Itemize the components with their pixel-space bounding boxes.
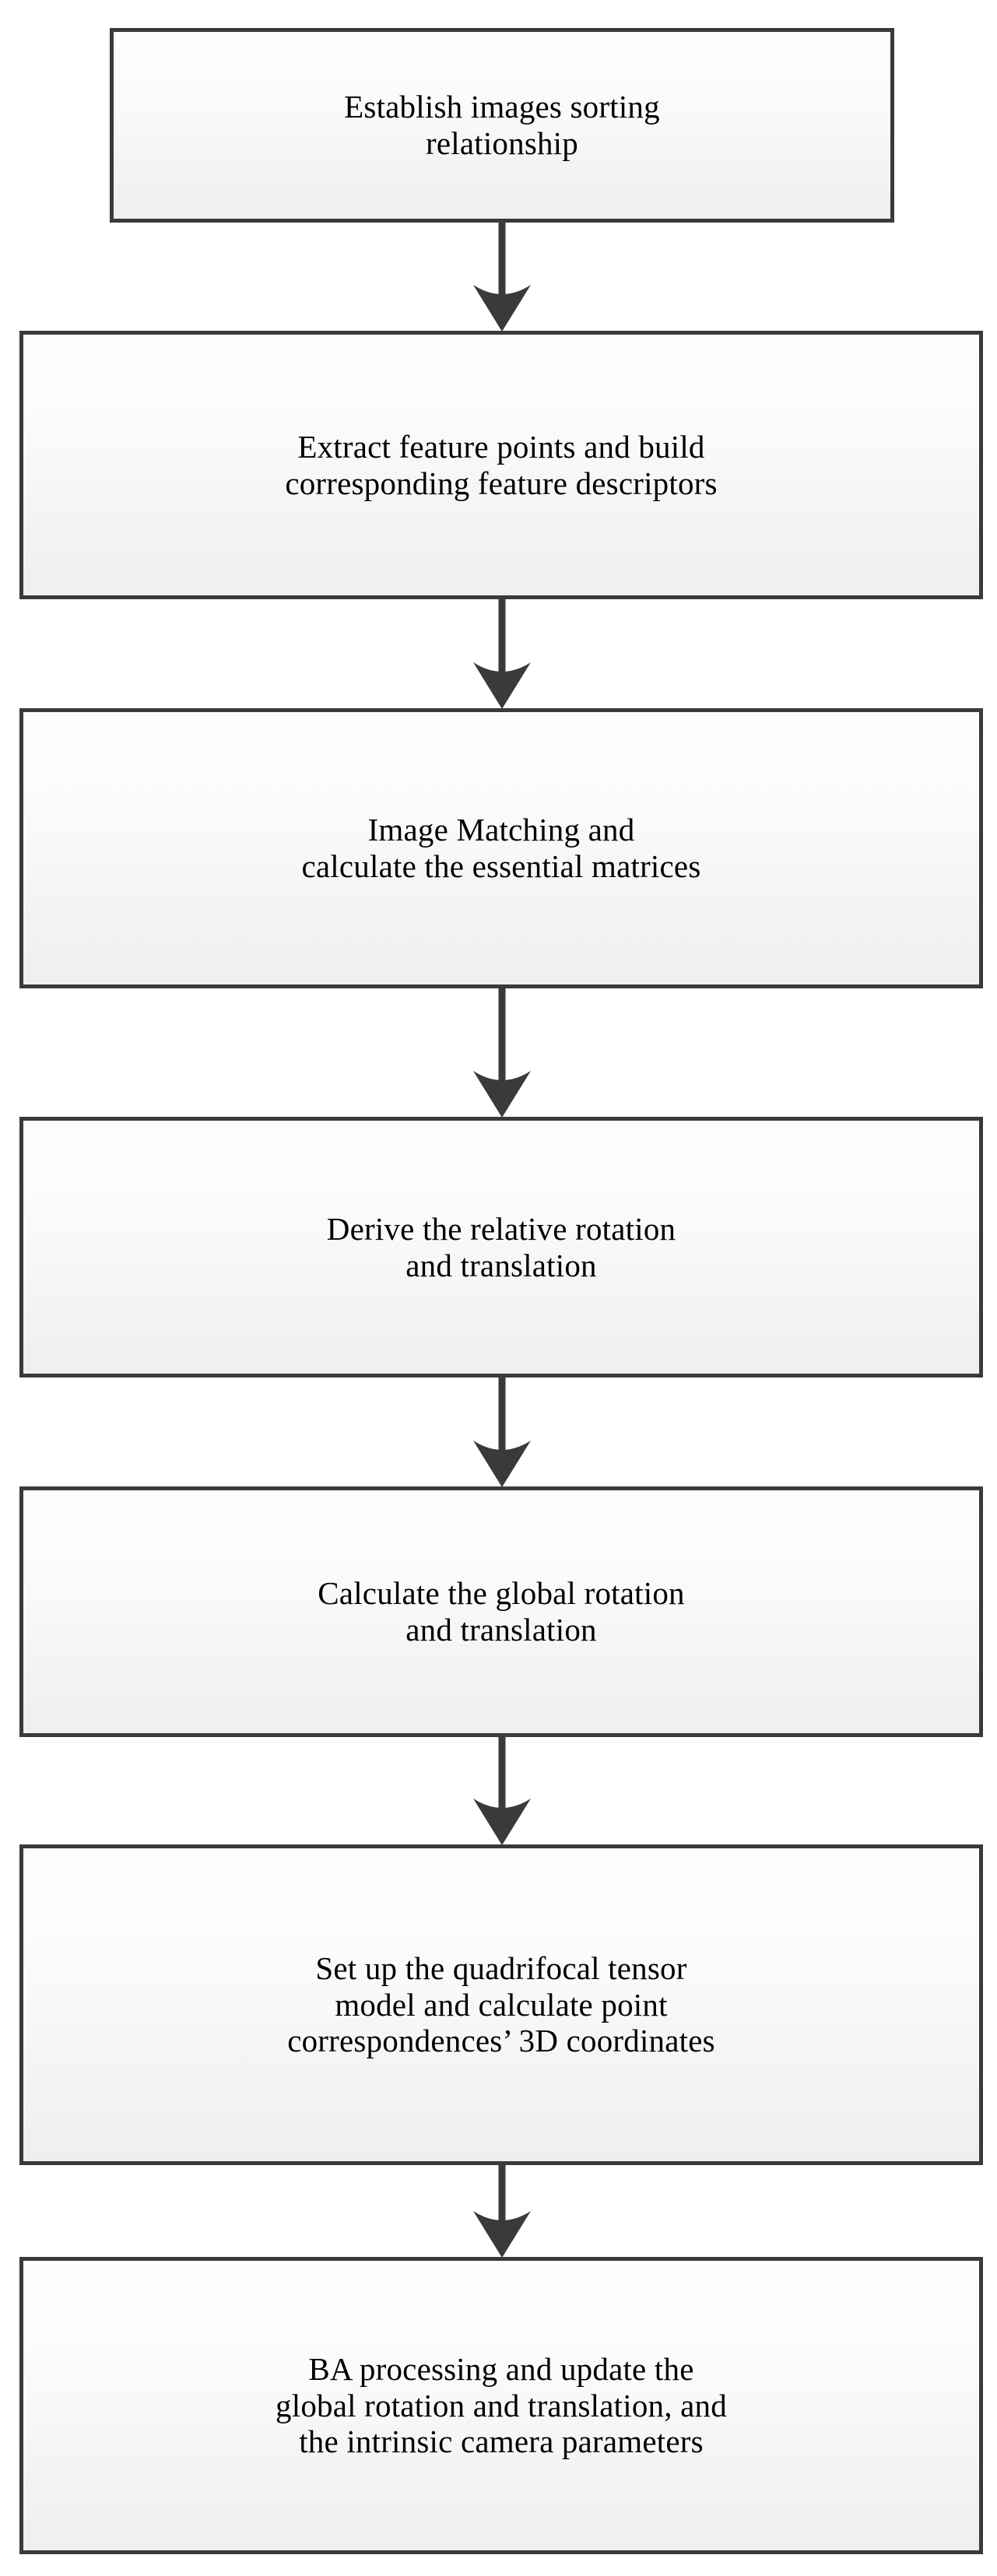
flowchart-node-extract-features[interactable]: Extract feature points and build corresp… — [19, 331, 985, 602]
flowchart-node-relative-pose[interactable]: Derive the relative rotation and transla… — [19, 1117, 985, 1380]
node-label: BA processing and update the global rota… — [276, 2350, 727, 2460]
node-label: Establish images sorting relationship — [344, 89, 660, 161]
edge-node2-to-node3 — [473, 598, 531, 709]
edge-node6-to-node7 — [473, 2164, 531, 2258]
edge-node4-to-node5 — [473, 1376, 531, 1487]
flowchart-node-establish-sorting[interactable]: Establish images sorting relationship — [110, 28, 897, 225]
node-label: Image Matching and calculate the essenti… — [301, 812, 701, 884]
edge-node5-to-node6 — [473, 1735, 531, 1845]
flowchart-node-image-matching[interactable]: Image Matching and calculate the essenti… — [19, 708, 985, 991]
node-label: Derive the relative rotation and transla… — [326, 1210, 676, 1283]
node-label: Extract feature points and build corresp… — [285, 428, 718, 501]
edge-node3-to-node4 — [473, 987, 531, 1118]
flowchart-node-bundle-adjustment[interactable]: BA processing and update the global rota… — [19, 2257, 985, 2557]
node-label: Calculate the global rotation and transl… — [318, 1575, 685, 1648]
edge-node1-to-node2 — [473, 220, 531, 332]
flowchart-node-quadrifocal-tensor[interactable]: Set up the quadrifocal tensor model and … — [19, 1844, 985, 2167]
node-label: Set up the quadrifocal tensor model and … — [287, 1950, 715, 2059]
flowchart-node-global-pose[interactable]: Calculate the global rotation and transl… — [19, 1486, 985, 1739]
